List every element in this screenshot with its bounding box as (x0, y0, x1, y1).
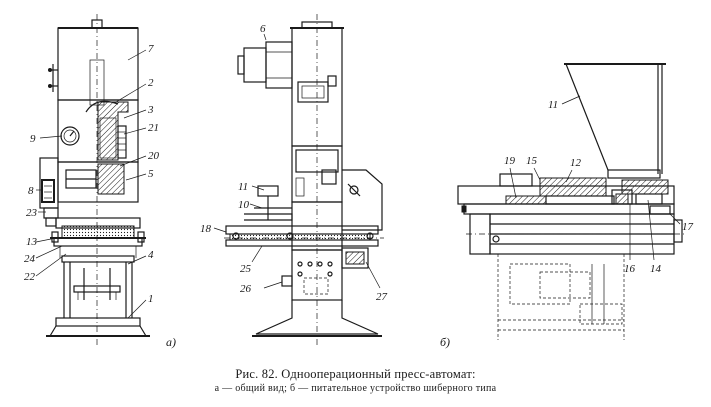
caption-title: Рис. 82. Однооперационный пресс-автомат: (235, 367, 476, 381)
callout-5: 5 (148, 168, 154, 180)
callout-18: 18 (200, 223, 212, 235)
callout-4: 4 (148, 249, 154, 261)
callout-6: 6 (260, 23, 266, 35)
callout-27: 27 (376, 291, 388, 303)
callout-1: 1 (148, 293, 154, 305)
callout-16: 16 (624, 263, 636, 275)
view-b-leaders (509, 95, 681, 261)
callout-3: 3 (147, 104, 154, 116)
callout-21: 21 (148, 122, 159, 134)
callout-7: 7 (148, 43, 154, 55)
callout-8: 8 (28, 185, 34, 197)
callout-25: 25 (240, 263, 252, 275)
callout-labels: 7 2 3 21 20 5 9 8 23 13 24 22 4 1 6 11 1… (24, 23, 694, 349)
view-side (224, 14, 384, 345)
callout-11-feeder: 11 (548, 99, 558, 111)
view-side-leaders (213, 33, 381, 289)
caption-subtitle: а — общий вид; б — питательное устройств… (214, 383, 497, 394)
callout-11-side: 11 (238, 181, 248, 193)
view-label-b: б) (440, 335, 450, 349)
callout-9: 9 (30, 133, 36, 145)
callout-14: 14 (650, 263, 662, 275)
callout-19: 19 (504, 155, 516, 167)
callout-10: 10 (238, 199, 250, 211)
callout-17: 17 (682, 221, 694, 233)
view-a-front (39, 14, 150, 345)
callout-23: 23 (26, 207, 38, 219)
callout-24: 24 (24, 253, 36, 265)
callout-13: 13 (26, 236, 38, 248)
callout-12: 12 (570, 157, 582, 169)
view-b-feeder (457, 63, 686, 340)
technical-drawing: 7 2 3 21 20 5 9 8 23 13 24 22 4 1 6 11 1… (24, 14, 694, 349)
callout-15: 15 (526, 155, 538, 167)
callout-26: 26 (240, 283, 252, 295)
figure-caption: Рис. 82. Однооперационный пресс-автомат:… (0, 366, 711, 396)
callout-2: 2 (148, 77, 154, 89)
callout-22: 22 (24, 271, 36, 283)
view-label-a: а) (166, 335, 176, 349)
callout-20: 20 (148, 150, 160, 162)
view-a-leaders (35, 49, 147, 319)
